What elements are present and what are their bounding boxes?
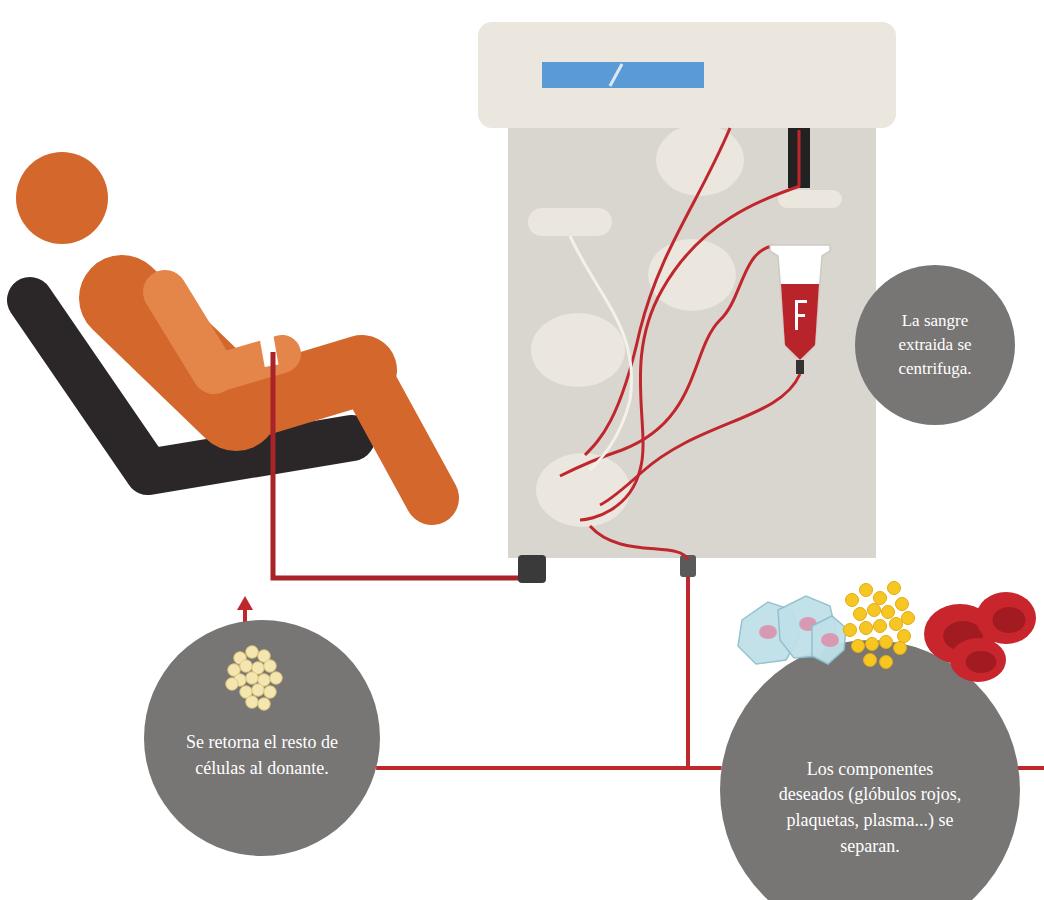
returned-cells-icon: [264, 686, 276, 698]
white-cells-icon: [759, 625, 777, 639]
blood-bag: [795, 300, 807, 303]
step-circle: Los componentes deseados (glóbulos rojos…: [720, 640, 1020, 900]
apheresis-machine: [518, 555, 546, 583]
apheresis-machine: [798, 130, 801, 186]
red-cells-icon: [993, 607, 1026, 633]
return-connector: [376, 766, 721, 770]
step-text-block: Los componentes deseados (glóbulos rojos…: [777, 757, 963, 859]
saline-tube: [570, 236, 632, 470]
step-text-block: Se retorna el resto de células al donant…: [169, 730, 355, 781]
platelets-icon: [896, 598, 909, 611]
red-cells-icon: [966, 651, 997, 673]
platelets-icon: [868, 604, 881, 617]
returned-cells-icon: [258, 698, 270, 710]
red-cells-icon: [976, 592, 1036, 644]
step-circle: Se retorna el resto de células al donant…: [144, 620, 380, 856]
step-circle: La sangre extraida se centrifuga.: [855, 265, 1015, 425]
platelets-icon: [898, 630, 911, 643]
saline-tube: [570, 236, 632, 470]
platelets-icon: [866, 638, 879, 651]
blood-bag: [795, 314, 805, 317]
step-label: Los componentes deseados (glóbulos rojos…: [777, 757, 963, 859]
platelets-icon: [890, 618, 903, 631]
machine-tubes: [560, 128, 800, 560]
returned-cells-icon: [264, 660, 276, 672]
apheresis-machine: [778, 190, 842, 208]
circle-outline: [855, 265, 1015, 425]
step-label: Se retorna el resto de células al donant…: [169, 730, 355, 781]
blood-tube-to-machine: [273, 352, 522, 578]
machine-tubes: [585, 128, 730, 455]
machine-tubes: [590, 526, 688, 560]
return-line: [686, 577, 690, 768]
red-cells-icon: [924, 592, 1036, 682]
platelets-icon: [852, 640, 865, 653]
donor-figure: [362, 370, 432, 498]
donor-figure: [16, 152, 108, 244]
apheresis-machine: [610, 64, 622, 86]
apheresis-machine: [656, 124, 744, 196]
returned-cells-icon: [246, 672, 258, 684]
platelets-icon: [844, 582, 915, 669]
platelets-icon: [902, 612, 915, 625]
apheresis-machine: [528, 208, 612, 236]
white-cells-icon: [812, 616, 846, 664]
returned-cells-icon: [246, 696, 258, 708]
returned-cells-icon: [270, 672, 282, 684]
platelets-icon: [860, 622, 873, 635]
platelets-icon: [844, 624, 857, 637]
white-cells-icon: [821, 633, 839, 647]
platelets-icon: [888, 582, 901, 595]
apheresis-machine: [542, 62, 704, 88]
platelets-icon: [874, 592, 887, 605]
return-arrowhead: [237, 596, 253, 610]
apheresis-machine: [508, 110, 876, 558]
return-arrowhead: [237, 596, 253, 610]
platelets-icon: [860, 584, 873, 597]
platelets-icon: [864, 654, 877, 667]
platelets-icon: [882, 606, 895, 619]
returned-cells-icon: [240, 660, 252, 672]
blood-tube-to-machine: [273, 352, 522, 578]
machine-tubes: [560, 246, 772, 476]
blood-bag: [770, 245, 830, 374]
machine-tubes: [580, 186, 800, 520]
platelets-icon: [880, 636, 893, 649]
apheresis-machine: [531, 313, 625, 387]
step-label: La sangre extraida se centrifuga.: [873, 309, 997, 381]
donor-figure: [260, 335, 279, 367]
blood-bag: [796, 360, 804, 374]
platelets-icon: [894, 642, 907, 655]
returned-cells-icon: [226, 646, 282, 710]
platelets-icon: [880, 656, 893, 669]
blood-bag: [770, 245, 830, 362]
step-text-block: La sangre extraida se centrifuga.: [873, 309, 997, 381]
apheresis-machine: [788, 128, 810, 188]
platelets-icon: [854, 608, 867, 621]
platelets-icon: [874, 620, 887, 633]
white-cells-icon: [738, 596, 846, 664]
returned-cells-icon: [246, 646, 258, 658]
apheresis-machine: [478, 22, 896, 128]
returned-cells-icon: [252, 684, 264, 696]
donor-figure: [16, 152, 432, 498]
apheresis-machine: [478, 22, 896, 583]
red-cells-icon: [950, 638, 1006, 682]
platelets-icon: [846, 594, 859, 607]
returned-cells-icon: [226, 678, 238, 690]
blood-bag: [781, 284, 819, 360]
circle-outline: [144, 620, 380, 856]
